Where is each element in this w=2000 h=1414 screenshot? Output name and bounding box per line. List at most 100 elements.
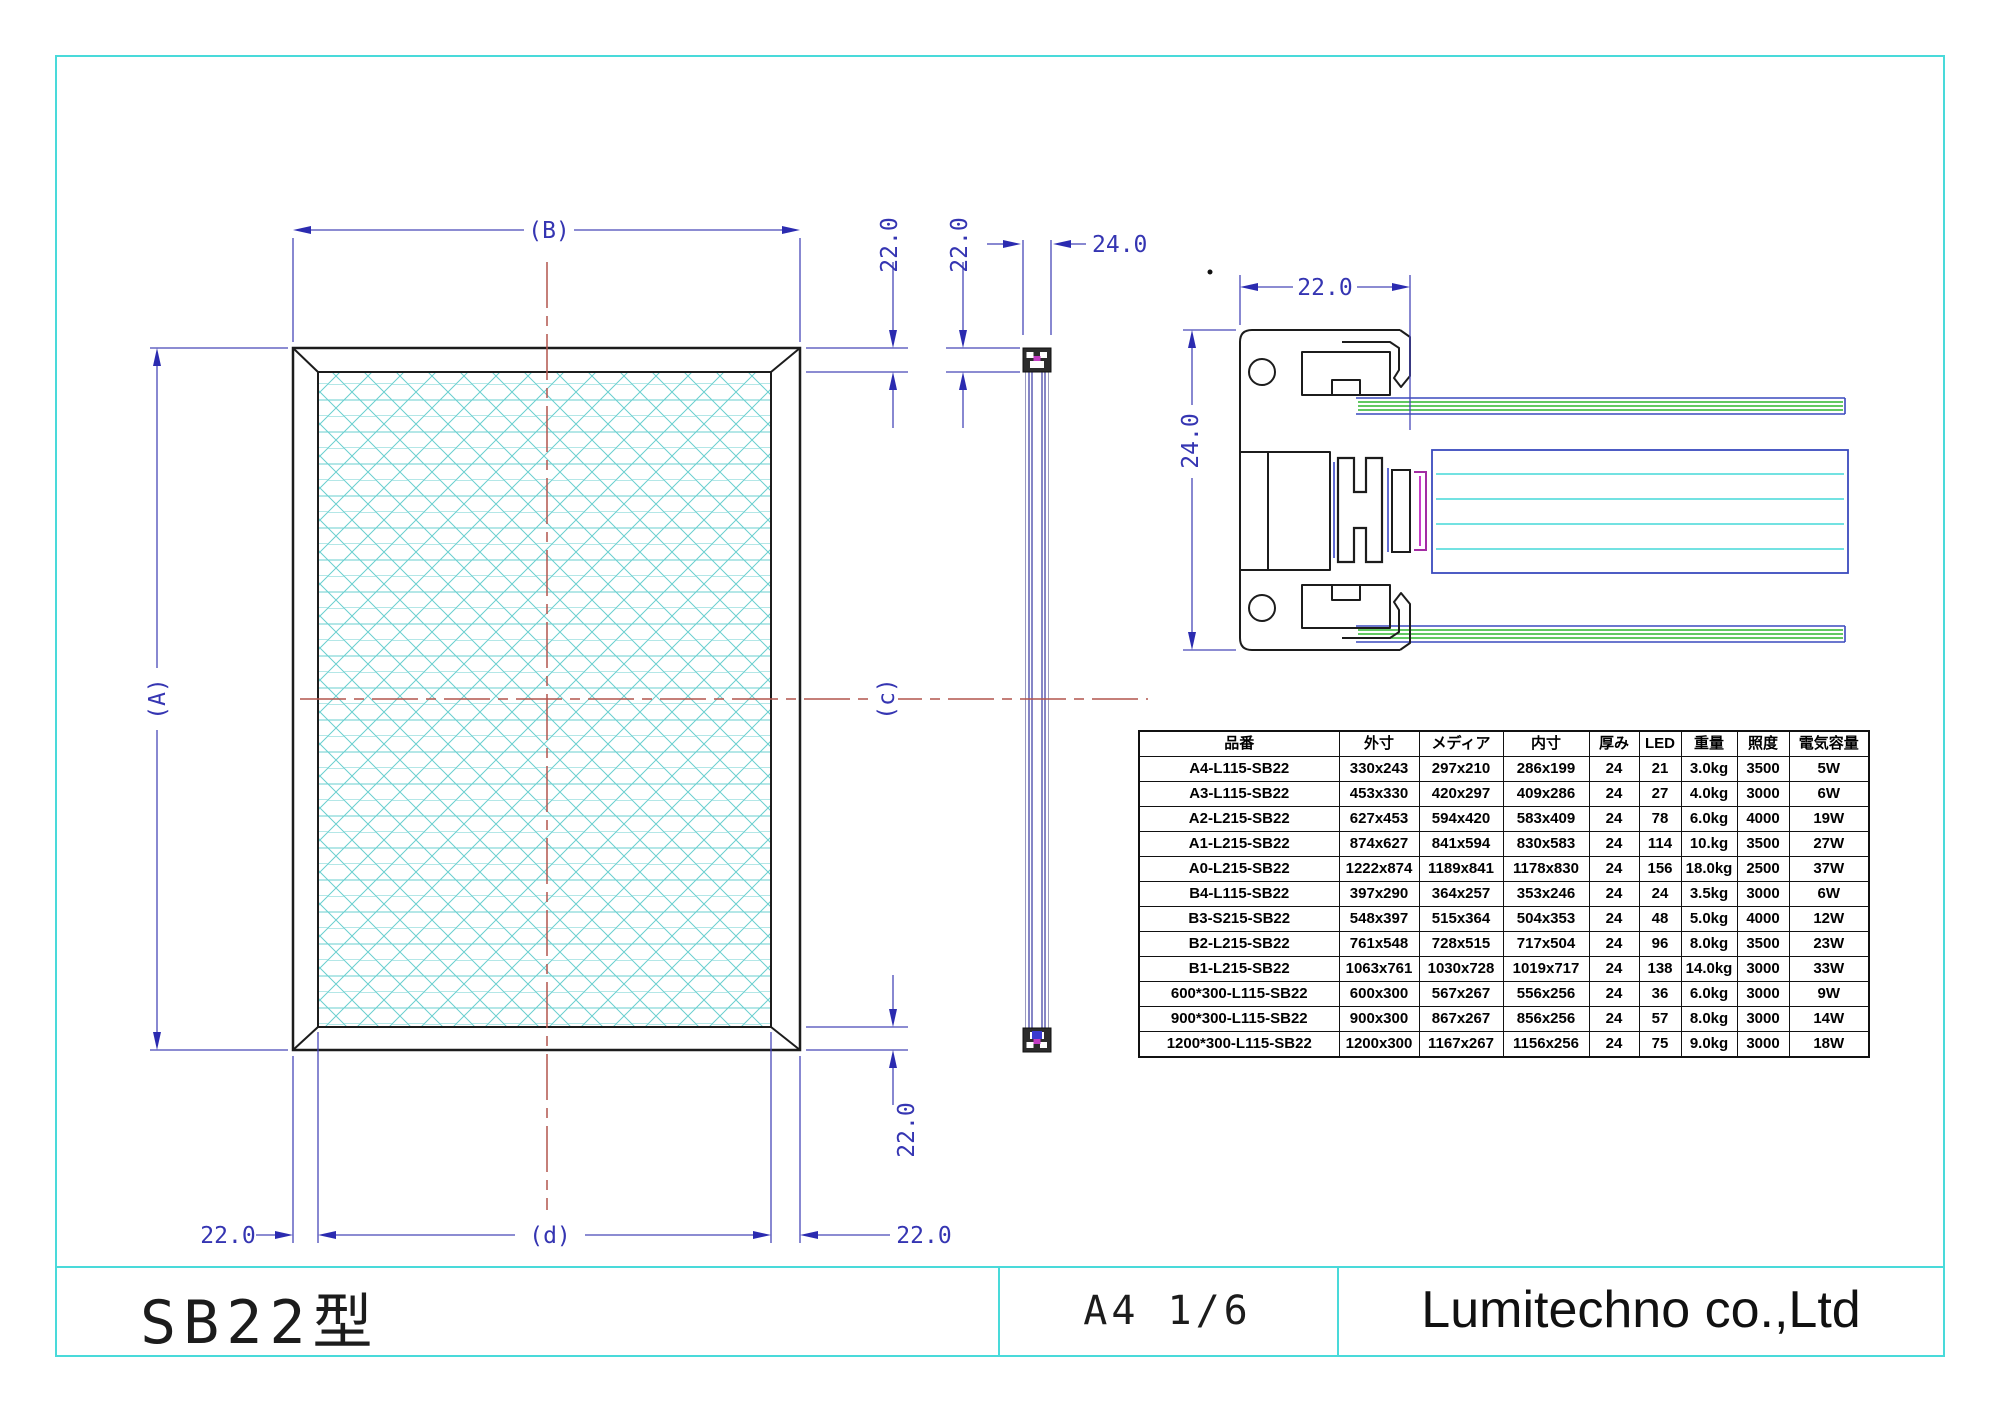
centerlines — [300, 262, 1148, 1210]
spec-cell: 24 — [1588, 956, 1640, 982]
spec-header-cell: LED — [1638, 730, 1682, 757]
spec-cell: 3000 — [1736, 881, 1790, 907]
spec-cell: 6.0kg — [1680, 806, 1738, 832]
spec-cell: 114 — [1638, 831, 1682, 857]
spec-cell: 3500 — [1736, 831, 1790, 857]
spec-cell: 1019x717 — [1502, 956, 1590, 982]
dimensions: (B) (A) 22.0 22.0 24.0 22.0 (d) 22.0 22.… — [145, 217, 1411, 1249]
section-datum-dot — [1207, 269, 1213, 275]
spec-header-cell: 照度 — [1736, 730, 1790, 757]
spec-cell: 1200x300 — [1338, 1031, 1420, 1058]
spec-cell: 856x256 — [1502, 1006, 1590, 1032]
spec-cell: 397x290 — [1338, 881, 1420, 907]
title-sheet: A4 1/6 — [1083, 1288, 1252, 1334]
spec-cell: 567x267 — [1418, 981, 1504, 1007]
dim-a-label: (A) — [145, 678, 171, 720]
spec-cell: 600x300 — [1338, 981, 1420, 1007]
spec-cell: 24 — [1588, 806, 1640, 832]
spec-cell: 6.0kg — [1680, 981, 1738, 1007]
dim-c-label: (c) — [874, 678, 900, 720]
spec-cell: 4.0kg — [1680, 781, 1738, 807]
spec-cell: 286x199 — [1502, 756, 1590, 782]
dim-d-label: (d) — [529, 1223, 571, 1249]
spec-cell: 33W — [1788, 956, 1870, 982]
spec-cell: A4-L115-SB22 — [1138, 756, 1340, 782]
spec-cell: 3500 — [1736, 931, 1790, 957]
spec-cell: 1178x830 — [1502, 856, 1590, 882]
spec-cell: 1030x728 — [1418, 956, 1504, 982]
spec-header-cell: 外寸 — [1338, 730, 1420, 757]
spec-cell: 18.0kg — [1680, 856, 1738, 882]
spec-cell: 57 — [1638, 1006, 1682, 1032]
spec-cell: 3000 — [1736, 781, 1790, 807]
spec-cell: 3.5kg — [1680, 881, 1738, 907]
spec-header-cell: 内寸 — [1502, 730, 1590, 757]
spec-cell: 27 — [1638, 781, 1682, 807]
spec-cell: A1-L215-SB22 — [1138, 831, 1340, 857]
spec-cell: 48 — [1638, 906, 1682, 932]
spec-header-cell: メディア — [1418, 730, 1504, 757]
spec-header-cell: 重量 — [1680, 730, 1738, 757]
spec-cell: 900x300 — [1338, 1006, 1420, 1032]
spec-cell: A0-L215-SB22 — [1138, 856, 1340, 882]
title-company: Lumitechno co.,Ltd — [1421, 1281, 1861, 1339]
spec-cell: 10.kg — [1680, 831, 1738, 857]
spec-cell: 364x257 — [1418, 881, 1504, 907]
spec-cell: 1222x874 — [1338, 856, 1420, 882]
spec-cell: 24 — [1588, 1031, 1640, 1058]
spec-cell: 1167x267 — [1418, 1031, 1504, 1058]
spec-cell: 594x420 — [1418, 806, 1504, 832]
spec-cell: 583x409 — [1502, 806, 1590, 832]
spec-cell: B3-S215-SB22 — [1138, 906, 1340, 932]
spec-cell: 297x210 — [1418, 756, 1504, 782]
clip-purple — [1414, 471, 1427, 551]
spec-cell: 156 — [1638, 856, 1682, 882]
spec-cell: 3.0kg — [1680, 756, 1738, 782]
spec-cell: 24 — [1588, 906, 1640, 932]
frame-miter-lines — [292, 347, 801, 1051]
side-panel-outer-lines — [1025, 372, 1049, 1028]
dim-22-top-right-label: 22.0 — [877, 217, 903, 272]
spec-header-cell: 厚み — [1588, 730, 1640, 757]
spec-cell: 420x297 — [1418, 781, 1504, 807]
label-c-mask — [872, 680, 898, 718]
spec-cell: B2-L215-SB22 — [1138, 931, 1340, 957]
spec-cell: 728x515 — [1418, 931, 1504, 957]
spec-cell: 353x246 — [1502, 881, 1590, 907]
spec-cell: 2500 — [1736, 856, 1790, 882]
spec-cell: 1200*300-L115-SB22 — [1138, 1031, 1340, 1058]
section-profile — [1239, 329, 1411, 651]
spec-cell: 6W — [1788, 781, 1870, 807]
spec-header-cell: 電気容量 — [1788, 730, 1870, 757]
spec-cell: 14.0kg — [1680, 956, 1738, 982]
spec-cell: 36 — [1638, 981, 1682, 1007]
spec-cell: 24 — [1588, 981, 1640, 1007]
dim-22-bottom-right-label: 22.0 — [896, 1223, 951, 1249]
spec-cell: 24 — [1588, 931, 1640, 957]
spec-cell: 18W — [1788, 1031, 1870, 1058]
dim-24-side-label: 24.0 — [1092, 232, 1147, 258]
title-model: SB22型 — [140, 1288, 380, 1358]
spec-cell: 138 — [1638, 956, 1682, 982]
spec-cell: 3000 — [1736, 981, 1790, 1007]
spec-cell: 37W — [1788, 856, 1870, 882]
spec-cell: 75 — [1638, 1031, 1682, 1058]
spec-cell: 8.0kg — [1680, 1006, 1738, 1032]
spec-cell: 556x256 — [1502, 981, 1590, 1007]
title-block-divider-left — [998, 1268, 1000, 1357]
spec-cell: 867x267 — [1418, 1006, 1504, 1032]
spec-cell: B1-L215-SB22 — [1138, 956, 1340, 982]
spec-cell: 1156x256 — [1502, 1031, 1590, 1058]
spec-cell: 8.0kg — [1680, 931, 1738, 957]
